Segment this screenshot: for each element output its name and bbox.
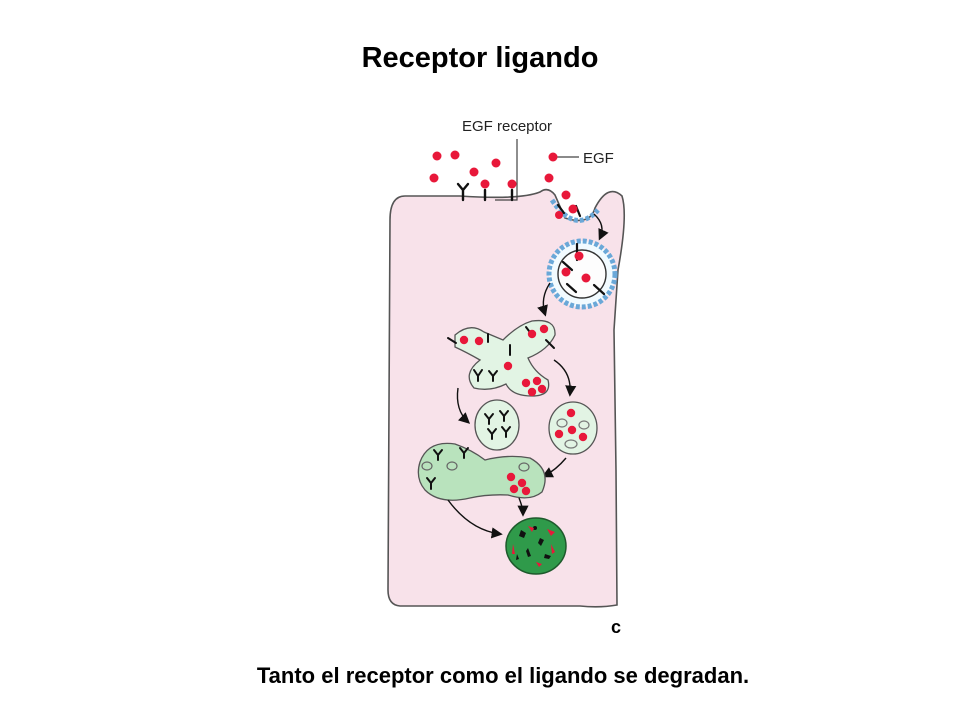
ligand-vesicle xyxy=(548,401,598,455)
coated-pit xyxy=(549,190,600,223)
lysosome xyxy=(505,517,567,575)
panel-letter: c xyxy=(611,617,622,637)
receptor-leader-line xyxy=(495,139,518,201)
late-endosome xyxy=(417,442,546,501)
arrow-to-lysosome-1 xyxy=(447,499,503,539)
egf-receptor-label: EGF receptor xyxy=(462,118,552,135)
arrow-to-lysosome-2 xyxy=(517,497,529,517)
arrow-to-early-endosome xyxy=(537,282,551,317)
arrow-to-ligand-vesicle xyxy=(553,359,577,397)
arrow-to-receptor-vesicle xyxy=(456,387,471,424)
coated-vesicle xyxy=(546,238,618,310)
slide-title: Receptor ligando xyxy=(361,42,599,74)
arrow-to-vesicle xyxy=(593,213,609,241)
arrow-to-late-endosome xyxy=(541,457,567,478)
egf-label: EGF xyxy=(583,150,614,167)
early-endosome xyxy=(447,319,556,397)
receptor-vesicle xyxy=(474,399,520,451)
slide-caption: Tanto el receptor como el ligando se deg… xyxy=(256,663,750,688)
free-egf-ligands xyxy=(429,150,558,183)
surface-receptors xyxy=(456,179,517,202)
